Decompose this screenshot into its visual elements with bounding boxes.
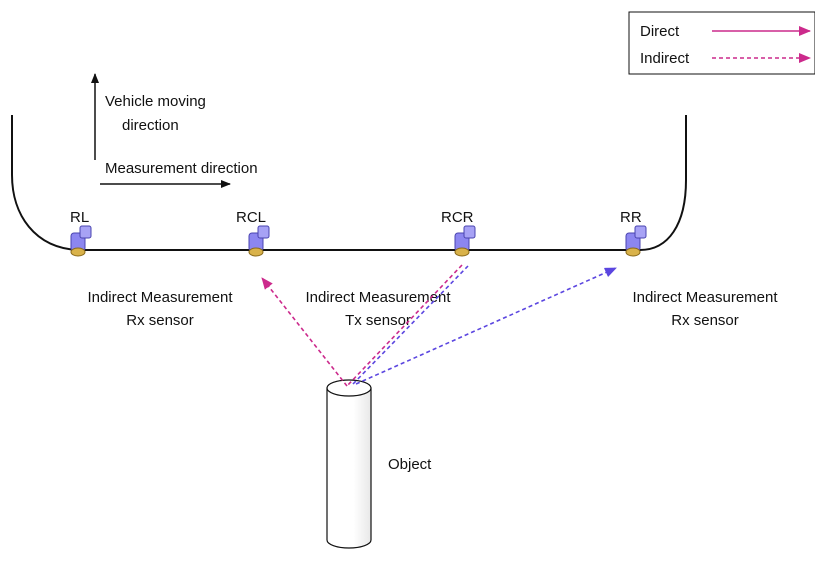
vehicle-direction-label-line2: direction	[122, 117, 179, 134]
left-caption-line1: Indirect Measurement	[87, 289, 233, 306]
vehicle-direction-label-line1: Vehicle moving	[105, 93, 206, 110]
bumper-outline	[11, 115, 687, 251]
object-cylinder	[326, 379, 372, 549]
legend-box	[628, 11, 815, 75]
sensor-rcr	[454, 225, 476, 257]
sensor-rcl	[248, 225, 270, 257]
legend: Direct Indirect	[628, 11, 815, 75]
legend-indirect-label: Indirect	[640, 50, 690, 67]
sensor-rl	[70, 225, 92, 257]
indirect-echo-to-rcl	[261, 277, 348, 387]
sensor-rr	[625, 225, 647, 257]
direction-annotations: Vehicle moving direction Measurement dir…	[91, 73, 258, 188]
right-caption-line2: Rx sensor	[671, 312, 739, 329]
indirect-echo-to-rr	[355, 267, 617, 385]
center-caption-line2: Tx sensor	[345, 312, 411, 329]
sensor-label-rl: RL	[70, 209, 89, 226]
left-caption-line2: Rx sensor	[126, 312, 194, 329]
right-caption-line1: Indirect Measurement	[632, 289, 778, 306]
legend-direct-label: Direct	[640, 23, 680, 40]
sensor-label-rr: RR	[620, 209, 642, 226]
sensor-label-rcl: RCL	[236, 209, 266, 226]
measurement-paths	[261, 264, 617, 387]
object-label: Object	[388, 456, 432, 473]
measurement-direction-label: Measurement direction	[105, 160, 258, 177]
center-caption-line1: Indirect Measurement	[305, 289, 451, 306]
sensor-label-rcr: RCR	[441, 209, 474, 226]
